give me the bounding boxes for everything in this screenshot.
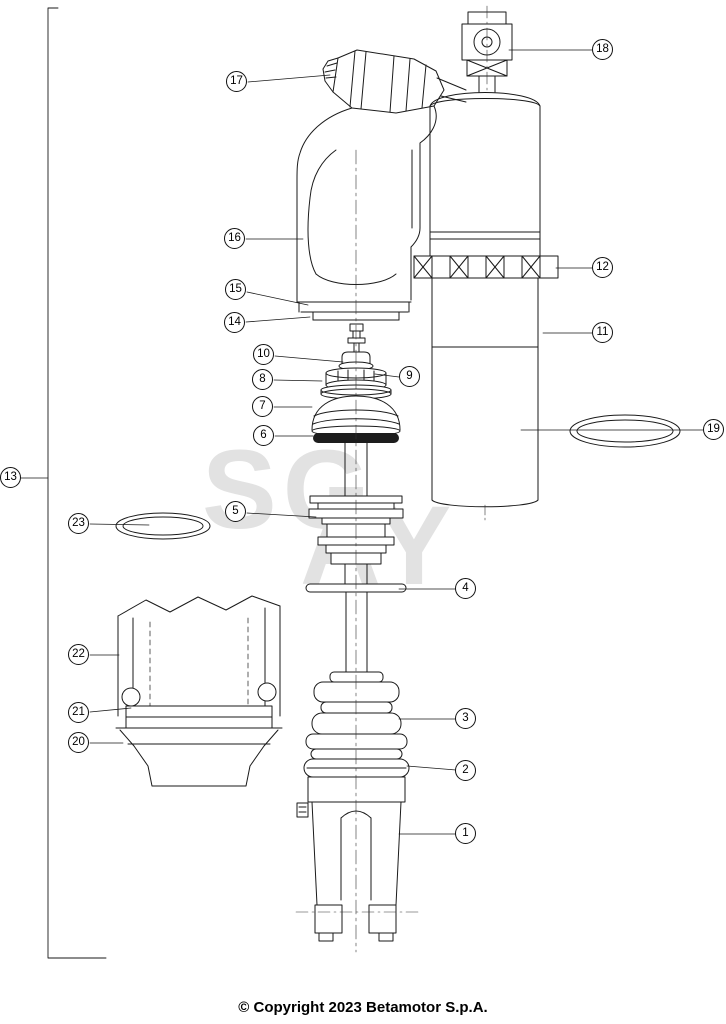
seat-ring-drawing bbox=[303, 758, 410, 778]
o-ring-large-drawing bbox=[569, 414, 681, 448]
callout-8[interactable]: 8 bbox=[252, 369, 273, 390]
callout-20[interactable]: 20 bbox=[68, 732, 89, 753]
callout-16[interactable]: 16 bbox=[224, 228, 245, 249]
callout-2[interactable]: 2 bbox=[455, 760, 476, 781]
shock-body-drawing bbox=[296, 105, 437, 321]
leader-lines bbox=[20, 49, 704, 835]
callout-7[interactable]: 7 bbox=[252, 396, 273, 417]
callout-5[interactable]: 5 bbox=[225, 501, 246, 522]
callout-22[interactable]: 22 bbox=[68, 644, 89, 665]
callout-15[interactable]: 15 bbox=[225, 279, 246, 300]
o-ring-small-drawing bbox=[115, 512, 211, 540]
reservoir-drawing bbox=[413, 92, 559, 523]
group-bracket bbox=[47, 7, 107, 959]
copyright-notice: © Copyright 2023 Betamotor S.p.A. bbox=[238, 999, 488, 1016]
cutaway-cylinder-drawing bbox=[115, 595, 283, 787]
callout-6[interactable]: 6 bbox=[253, 425, 274, 446]
callout-19[interactable]: 19 bbox=[703, 419, 724, 440]
locknut-drawing bbox=[320, 367, 392, 400]
callout-21[interactable]: 21 bbox=[68, 702, 89, 723]
callout-3[interactable]: 3 bbox=[455, 708, 476, 729]
callout-12[interactable]: 12 bbox=[592, 257, 613, 278]
bellows-drawing bbox=[305, 671, 408, 760]
callout-9[interactable]: 9 bbox=[399, 366, 420, 387]
callout-17[interactable]: 17 bbox=[226, 71, 247, 92]
top-bearing-drawing bbox=[461, 5, 513, 93]
callout-18[interactable]: 18 bbox=[592, 39, 613, 60]
callout-13[interactable]: 13 bbox=[0, 467, 21, 488]
shaft-drawing bbox=[344, 442, 368, 679]
callout-14[interactable]: 14 bbox=[224, 312, 245, 333]
bleed-valve-drawing bbox=[347, 323, 366, 353]
clevis-fork-drawing bbox=[295, 776, 421, 942]
callout-23[interactable]: 23 bbox=[68, 513, 89, 534]
callout-1[interactable]: 1 bbox=[455, 823, 476, 844]
shock-head-drawing bbox=[322, 49, 467, 114]
callout-10[interactable]: 10 bbox=[253, 344, 274, 365]
callout-4[interactable]: 4 bbox=[455, 578, 476, 599]
callout-11[interactable]: 11 bbox=[592, 322, 613, 343]
